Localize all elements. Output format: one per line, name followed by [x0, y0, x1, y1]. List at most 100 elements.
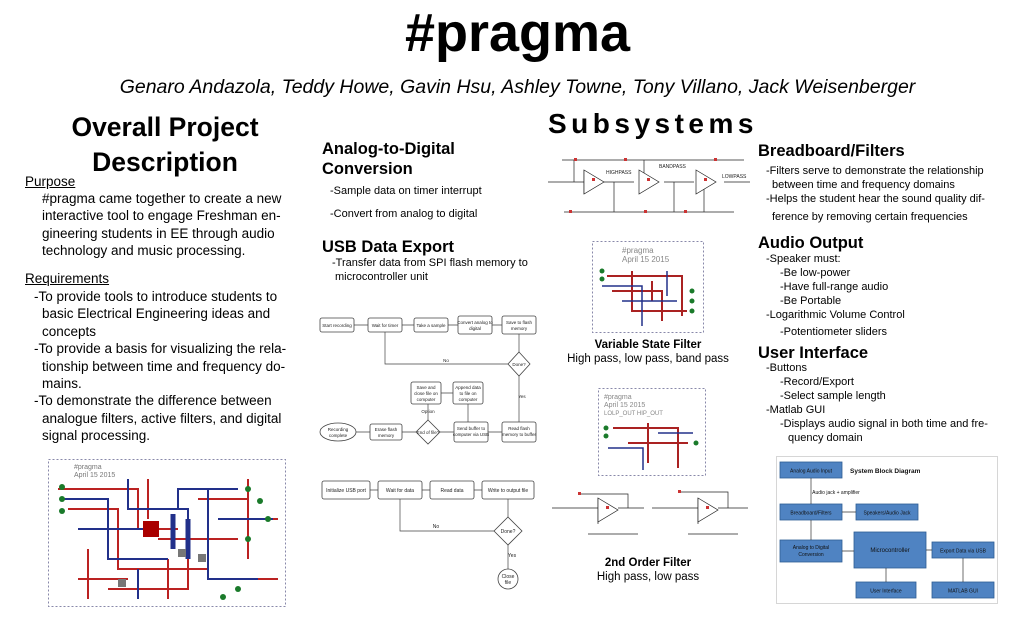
flow-complete-text: Recording: [328, 427, 349, 432]
block-export-text: Export Data via USB: [940, 549, 987, 555]
schem-label-highpass: HIGHPASS: [606, 170, 632, 176]
audio-text: -Speaker must: -Be low-power -Have full-…: [766, 252, 905, 339]
block-breadboard-text: Breadboard/Filters: [790, 511, 832, 517]
ui-line: -Matlab GUI: [766, 404, 826, 416]
breadboard-line: -Filters serve to demonstrate the relati…: [766, 165, 984, 177]
usb-heading: USB Data Export: [322, 238, 455, 256]
schem-label-bandpass: BANDPASS: [659, 164, 687, 170]
breadboard-line: -Helps the student hear the sound qualit…: [766, 193, 985, 205]
block-jack-label: Audio jack + amplifier: [812, 490, 860, 496]
flow-append-text: computer: [459, 397, 478, 402]
usb-flowchart: Initialize USB port Wait for data Read d…: [321, 480, 535, 590]
schem-label-lowpass: LOWPASS: [722, 174, 747, 180]
purpose-line: technology and music processing.: [42, 243, 246, 259]
flow-append-text: Append data: [455, 385, 481, 390]
flow-send-text: computer via USB: [453, 432, 489, 437]
block-matlab-text: MATLAB GUI: [948, 589, 978, 595]
vsf-pcb-layout: #pragma April 15 2015: [592, 241, 704, 333]
flow-read-text: Read flash: [508, 426, 530, 431]
flow-sample-text: Take a sample: [416, 323, 446, 328]
ui-line: quency domain: [788, 432, 863, 444]
flow-complete-text: complete: [329, 433, 348, 438]
pcb-label-line: #pragma: [74, 464, 102, 471]
requirements-line: tionship between time and frequency do-: [42, 358, 286, 374]
flow2-close-text: Close: [502, 574, 515, 580]
flow-saveclose-text: close file on: [414, 391, 438, 396]
adc-heading: Analog-to-Digital Conversion: [322, 139, 455, 179]
authors: Genaro Andazola, Teddy Howe, Gavin Hsu, …: [119, 76, 916, 98]
usb-desc: -Transfer data from SPI flash memory to …: [332, 256, 528, 284]
requirements-line: -To demonstrate the difference between: [34, 393, 272, 409]
adc-heading-line2: Conversion: [322, 160, 413, 178]
requirements-line: -To provide a basis for visualizing the …: [34, 341, 287, 357]
flow-erase-text: Erase flash: [375, 427, 398, 432]
block-ui-text: User Interface: [870, 589, 902, 595]
block-adc-text: Analog to Digital: [793, 545, 829, 551]
flow-save-text: Save to flash: [506, 320, 533, 325]
flow2-write-text: Write to output file: [488, 488, 528, 494]
block-audio-input-text: Analog Audio Input: [790, 469, 833, 475]
flow-start-text: Start recording: [322, 323, 352, 328]
flow2-done-text: Done?: [501, 529, 516, 535]
system-block-diagram: System Block Diagram Analog Audio Input …: [776, 456, 998, 604]
vsf-caption: Variable State Filter High pass, low pas…: [560, 338, 736, 366]
flow-convert-box: [457, 315, 493, 335]
requirements-line: signal processing.: [42, 428, 151, 444]
requirements-line: basic Electrical Engineering ideas and: [42, 306, 271, 322]
audio-heading: Audio Output: [758, 234, 864, 252]
usb-desc-line: -Transfer data from SPI flash memory to: [332, 257, 528, 269]
flow-complete-oval: [319, 422, 357, 442]
flow2-close-text: file: [505, 580, 512, 586]
flow-convert-text: Convert analog to: [457, 320, 493, 325]
vsf-caption-title: Variable State Filter: [594, 339, 702, 351]
flow-convert-text: digital: [469, 326, 481, 331]
purpose-line: #pragma came together to create a new: [42, 191, 282, 206]
flow-send-text: Send buffer to: [457, 426, 486, 431]
breadboard-text: -Filters serve to demonstrate the relati…: [766, 164, 985, 224]
so-board-label: April 15 2015: [604, 402, 645, 409]
flow2-read-text: Read data: [440, 488, 463, 494]
flow-saveclose-text: Save and: [416, 385, 436, 390]
flow-read-text: memory to buffer: [502, 432, 536, 437]
flow-erase-text: memory: [378, 433, 395, 438]
ui-text: -Buttons -Record/Export -Select sample l…: [766, 361, 988, 445]
block-diagram-title: System Block Diagram: [850, 468, 921, 475]
poster-title: #pragma: [404, 3, 631, 63]
pcb-label-line: April 15 2015: [74, 472, 115, 479]
block-mcu: [853, 531, 927, 569]
audio-line: -Have full-range audio: [780, 281, 889, 293]
breadboard-line: ference by removing certain frequencies: [772, 211, 968, 223]
adc-bullet: -Sample data on timer interrupt: [330, 185, 482, 197]
flow2-wait-text: Wait for data: [386, 488, 414, 494]
flow2-init-text: Initialize USB port: [326, 488, 366, 494]
purpose-line: interactive tool to engage Freshman en-: [42, 208, 281, 224]
overall-heading: Overall Project Description: [30, 110, 300, 180]
audio-line: -Be low-power: [780, 267, 851, 279]
sof-caption-title: 2nd Order Filter: [604, 557, 692, 569]
audio-line: -Logarithmic Volume Control: [766, 309, 905, 321]
second-order-pcb-layout: #pragma April 15 2015 LOLP_OUT HIP_OUT: [598, 388, 706, 476]
overall-heading-line2: Description: [92, 147, 238, 177]
requirements-line: analogue filters, active filters, and di…: [42, 410, 282, 426]
audio-line: -Speaker must:: [766, 253, 841, 265]
flow2-yes-label: Yes: [508, 553, 517, 559]
flow-no-label: No: [443, 358, 449, 363]
adc-bullet: -Convert from analog to digital: [330, 208, 478, 220]
block-adc: [779, 539, 843, 563]
flow-save-text: memory: [511, 326, 528, 331]
flow-wait-text: Wait for timer: [372, 323, 399, 328]
requirements-line: -To provide tools to introduce students …: [34, 289, 278, 304]
overall-heading-line1: Overall Project: [71, 112, 259, 142]
flow-append-text: to file on: [459, 391, 477, 396]
purpose-label: Purpose: [25, 174, 76, 189]
subsystems-heading: Subsystems: [548, 108, 758, 139]
recording-flowchart: Start recording Wait for timer Take a sa…: [319, 315, 536, 445]
flow-yes-label: Yes: [518, 394, 526, 399]
requirements-line: concepts: [42, 323, 97, 339]
sof-caption-sub: High pass, low pass: [596, 571, 700, 583]
ui-line: -Select sample length: [780, 390, 886, 402]
breadboard-heading: Breadboard/Filters: [758, 142, 905, 160]
requirements-line: mains.: [42, 376, 82, 392]
vsf-caption-sub: High pass, low pass, band pass: [567, 353, 729, 365]
ui-line: -Record/Export: [780, 376, 854, 388]
